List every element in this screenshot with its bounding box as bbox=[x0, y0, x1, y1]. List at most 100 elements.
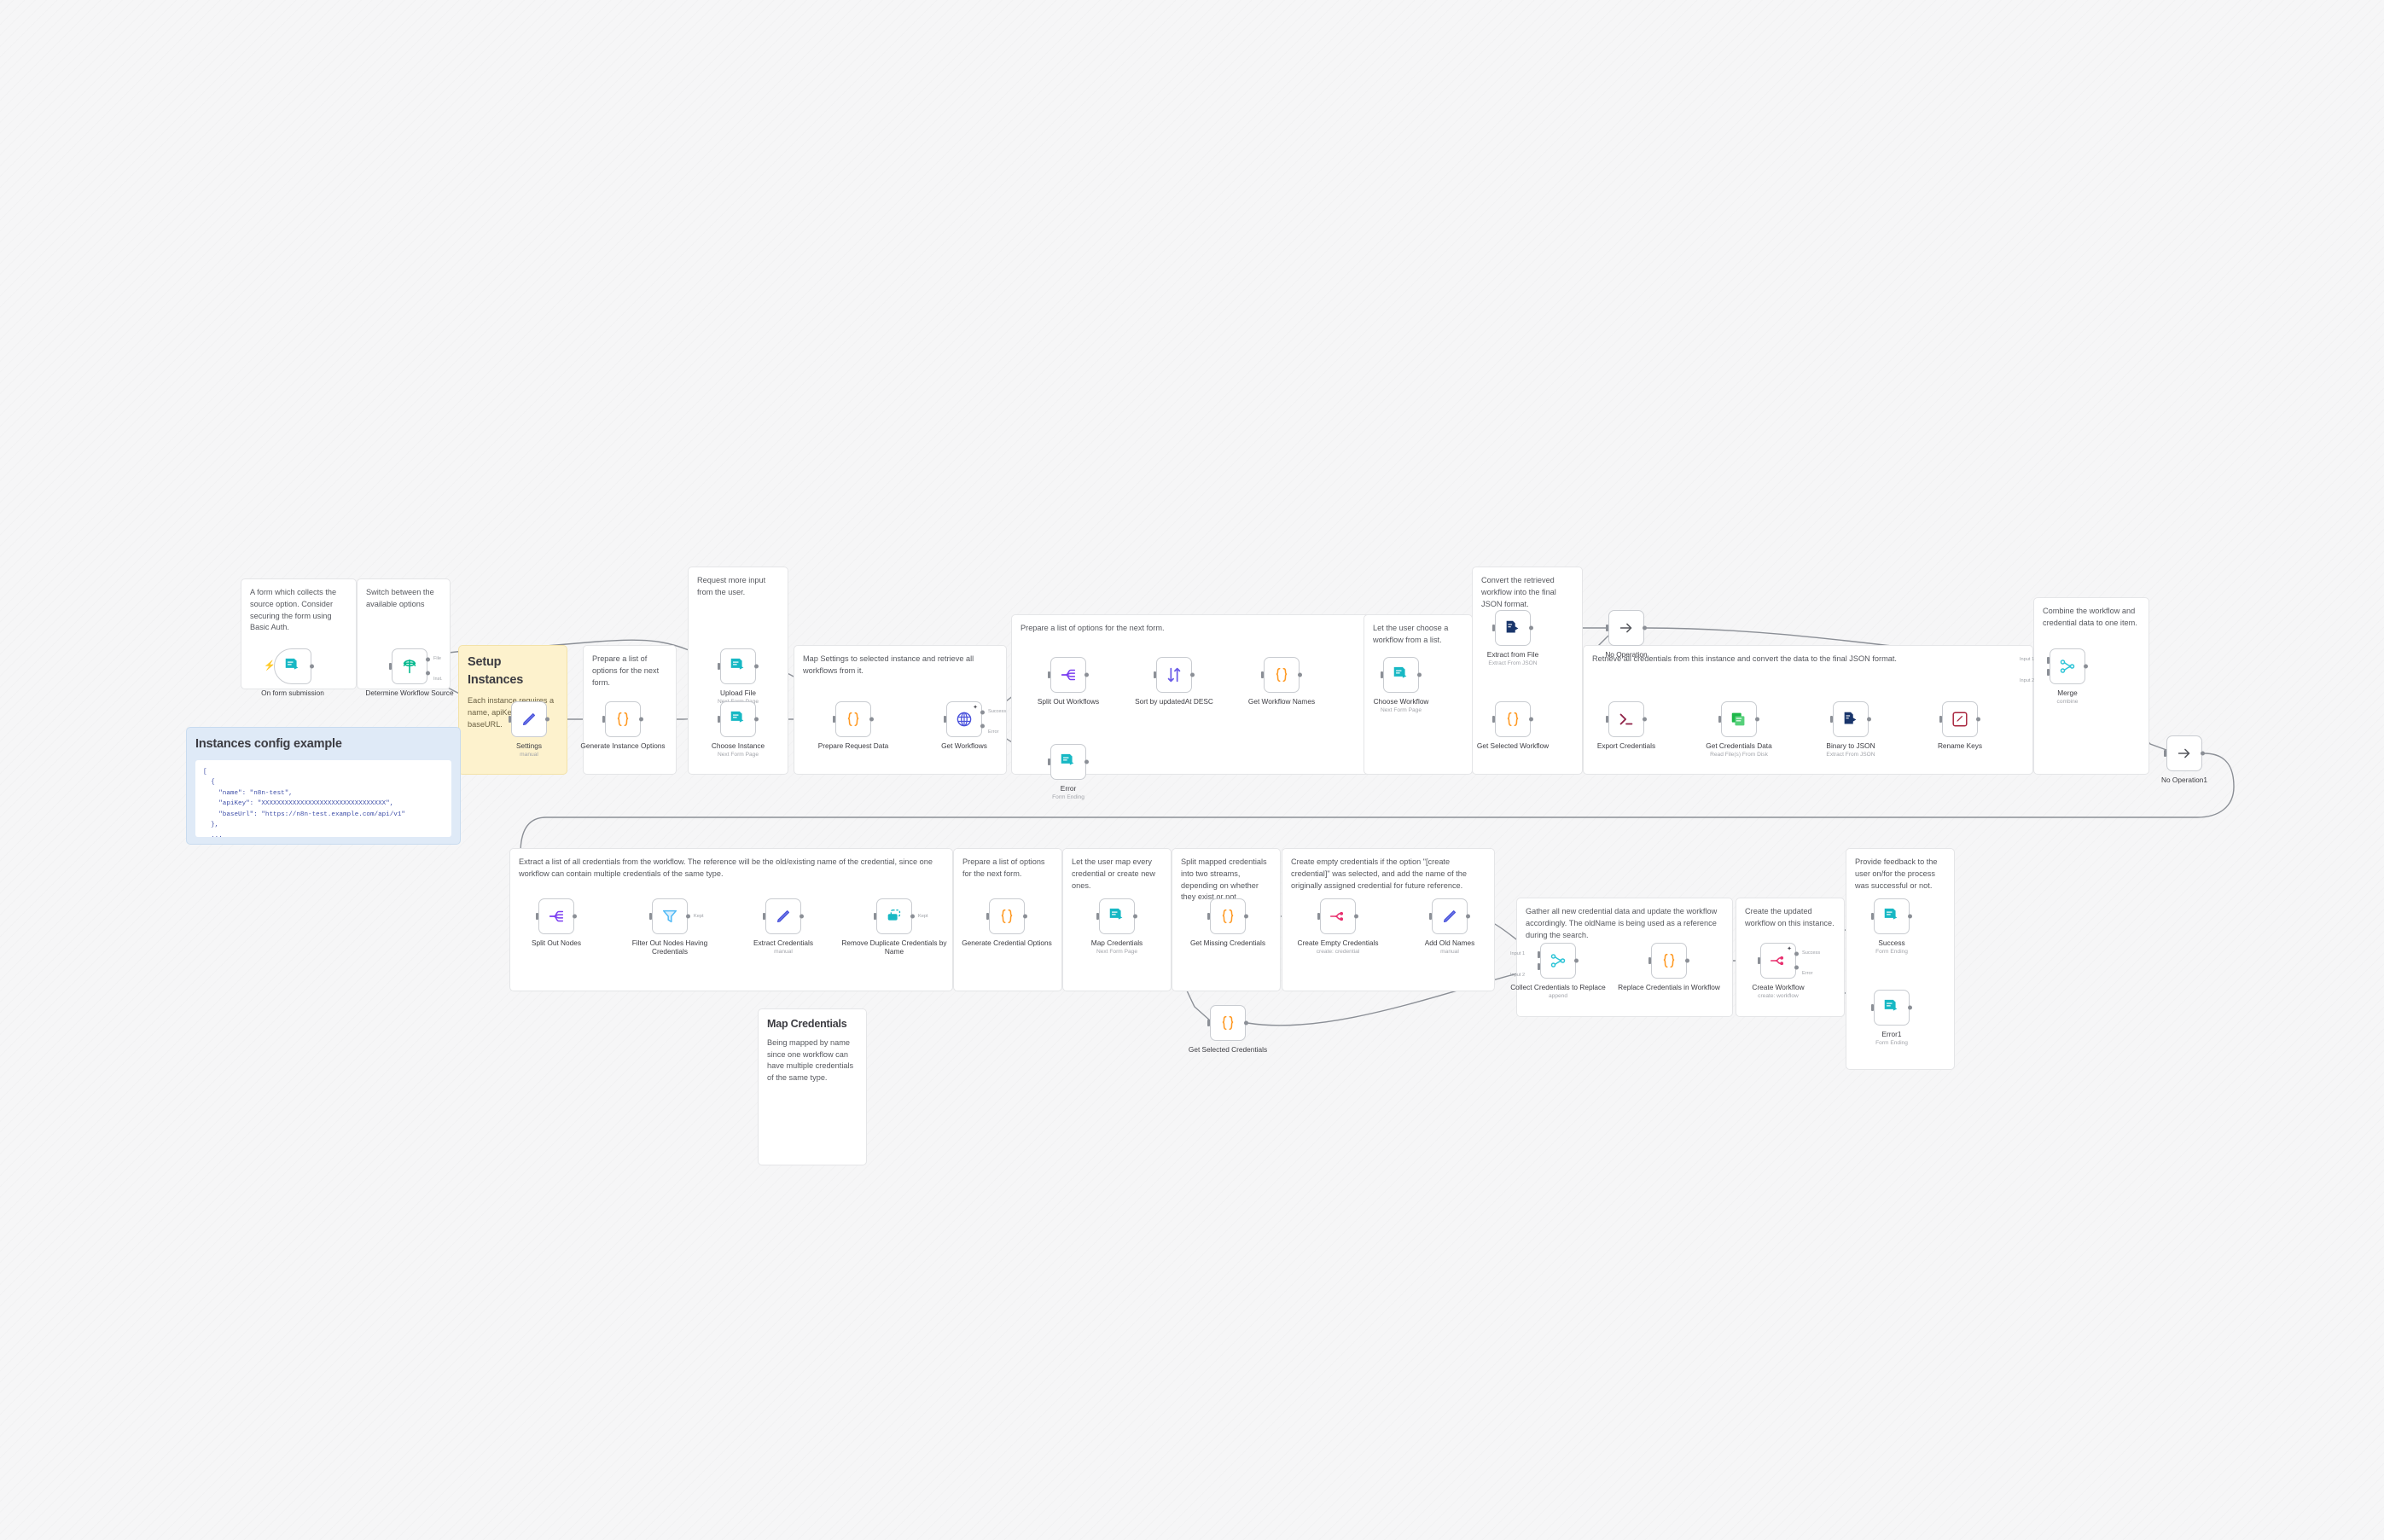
output-port[interactable] bbox=[544, 717, 549, 722]
output-port[interactable] bbox=[2083, 664, 2088, 669]
output-port[interactable] bbox=[1528, 717, 1533, 722]
output-port[interactable] bbox=[1416, 672, 1422, 677]
input-port[interactable] bbox=[1758, 957, 1760, 964]
input-port[interactable] bbox=[1207, 1020, 1210, 1026]
output-port[interactable] bbox=[869, 717, 874, 722]
sticky-note-note-choose-workflow[interactable]: Let the user choose a workflow from a li… bbox=[1364, 614, 1473, 775]
output-port[interactable] bbox=[2200, 751, 2205, 756]
output-port[interactable] bbox=[1528, 625, 1533, 631]
output-port[interactable] bbox=[1642, 625, 1647, 631]
input-port[interactable] bbox=[1048, 758, 1050, 765]
output-port-1[interactable] bbox=[1794, 951, 1799, 956]
output-port-2[interactable] bbox=[1794, 965, 1799, 970]
input-port[interactable] bbox=[602, 716, 605, 723]
output-port[interactable] bbox=[1297, 672, 1302, 677]
node-split-out-workflows[interactable]: Split Out Workflows bbox=[1038, 657, 1099, 706]
output-port[interactable] bbox=[1642, 717, 1647, 722]
output-port-2[interactable] bbox=[980, 724, 985, 729]
sticky-note-note-prepare-request[interactable]: Map Settings to selected instance and re… bbox=[794, 645, 1007, 775]
input-port[interactable] bbox=[833, 716, 835, 723]
input-port[interactable] bbox=[718, 663, 720, 670]
input-port[interactable] bbox=[944, 716, 946, 723]
output-port[interactable] bbox=[1189, 672, 1195, 677]
output-port[interactable] bbox=[572, 914, 577, 919]
sticky-note-note-generate-instance-options[interactable]: Prepare a list of options for the next f… bbox=[583, 645, 677, 775]
input-port[interactable] bbox=[1830, 716, 1833, 723]
input-port[interactable] bbox=[509, 716, 511, 723]
input-port[interactable] bbox=[718, 716, 720, 723]
input-port-2[interactable] bbox=[1538, 963, 1540, 971]
output-port[interactable] bbox=[753, 664, 759, 669]
input-port[interactable] bbox=[1096, 913, 1099, 920]
output-port[interactable] bbox=[1243, 1020, 1248, 1026]
input-port[interactable] bbox=[1871, 913, 1874, 920]
node-split-out-nodes[interactable]: Split Out Nodes bbox=[532, 898, 581, 947]
input-port[interactable] bbox=[1492, 625, 1495, 631]
input-port[interactable] bbox=[1261, 671, 1264, 678]
input-port[interactable] bbox=[1317, 913, 1320, 920]
output-port[interactable] bbox=[1907, 1005, 1912, 1010]
node-generate-credential-options[interactable]: Generate Credential Options bbox=[962, 898, 1052, 947]
input-port[interactable] bbox=[1606, 716, 1608, 723]
sticky-note-note-instances-config[interactable]: Instances config example[ { "name": "n8n… bbox=[186, 727, 461, 845]
node-upload-file[interactable]: Upload FileNext Form Page bbox=[718, 648, 759, 705]
output-port[interactable] bbox=[1907, 914, 1912, 919]
output-port-1[interactable] bbox=[980, 710, 985, 715]
sticky-note-note-collect-credentials[interactable]: Gather all new credential data and updat… bbox=[1516, 898, 1733, 1017]
input-port-2[interactable] bbox=[2047, 669, 2050, 677]
input-port[interactable] bbox=[1429, 913, 1432, 920]
input-port[interactable] bbox=[389, 663, 392, 670]
output-port[interactable] bbox=[1084, 759, 1089, 764]
input-port[interactable] bbox=[536, 913, 538, 920]
node-replace-credentials[interactable]: Replace Credentials in Workflow bbox=[1618, 943, 1720, 991]
input-port[interactable] bbox=[1718, 716, 1721, 723]
node-get-workflow-names[interactable]: Get Workflow Names bbox=[1248, 657, 1315, 706]
output-port[interactable] bbox=[753, 717, 759, 722]
node-sort-by-updated[interactable]: Sort by updatedAt DESC bbox=[1135, 657, 1213, 706]
output-port[interactable] bbox=[1132, 914, 1137, 919]
output-port[interactable] bbox=[685, 914, 690, 919]
input-port[interactable] bbox=[1048, 671, 1050, 678]
output-port[interactable] bbox=[1754, 717, 1759, 722]
output-port-2[interactable] bbox=[425, 671, 430, 676]
output-port[interactable] bbox=[1866, 717, 1871, 722]
input-port[interactable] bbox=[1207, 913, 1210, 920]
output-port[interactable] bbox=[1243, 914, 1248, 919]
input-port[interactable] bbox=[1492, 716, 1495, 723]
input-port[interactable] bbox=[1381, 671, 1383, 678]
node-get-selected-credentials[interactable]: Get Selected Credentials bbox=[1189, 1005, 1267, 1054]
output-port[interactable] bbox=[1022, 914, 1027, 919]
sticky-note-note-extract-from-file[interactable]: Convert the retrieved workflow into the … bbox=[1472, 567, 1583, 775]
input-port[interactable] bbox=[874, 913, 876, 920]
node-export-credentials[interactable]: Export Credentials bbox=[1597, 701, 1655, 750]
node-get-missing-credentials[interactable]: Get Missing Credentials bbox=[1190, 898, 1265, 947]
node-get-selected-workflow[interactable]: Get Selected Workflow bbox=[1477, 701, 1549, 750]
sticky-note-note-merge[interactable]: Combine the workflow and credential data… bbox=[2033, 597, 2149, 775]
input-port[interactable] bbox=[763, 913, 765, 920]
node-no-operation[interactable]: No Operation bbox=[1605, 610, 1648, 659]
input-port-1[interactable] bbox=[1538, 950, 1540, 958]
node-rename-keys[interactable]: Rename Keys bbox=[1938, 701, 1982, 750]
node-no-operation1[interactable]: No Operation1 bbox=[2161, 735, 2207, 784]
output-port[interactable] bbox=[1975, 717, 1980, 722]
output-port[interactable] bbox=[1465, 914, 1470, 919]
